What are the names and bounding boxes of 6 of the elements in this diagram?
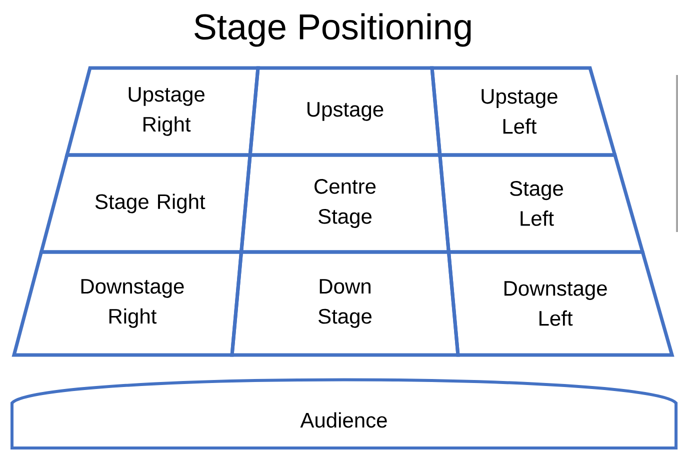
stage-area: Down Stage	[230, 250, 460, 357]
stage-area: Upstage Left	[430, 66, 618, 157]
title: Stage Positioning	[194, 13, 471, 47]
stage-area: Upstage	[248, 66, 442, 157]
audience-area: Audience	[10, 378, 678, 450]
stage-area: Downstage Left	[446, 250, 674, 357]
